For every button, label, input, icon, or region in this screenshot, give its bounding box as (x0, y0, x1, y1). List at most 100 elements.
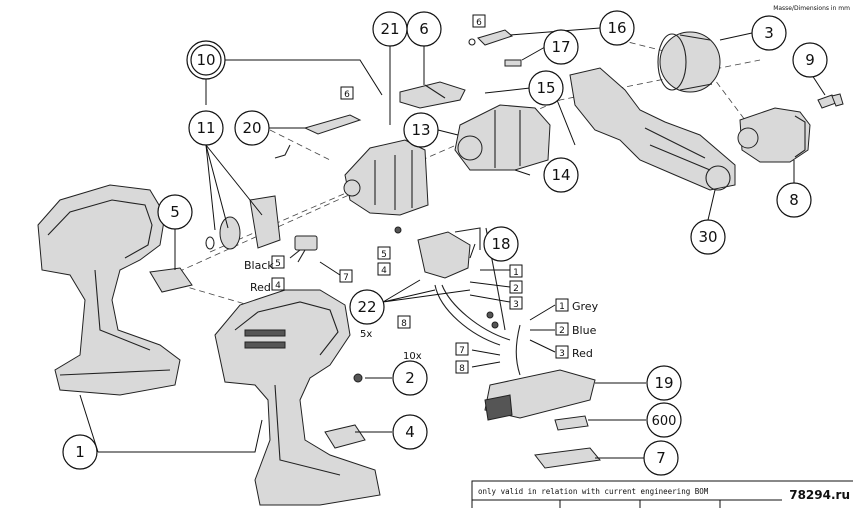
tag-4-b: 4 (377, 262, 391, 276)
side-handle (569, 67, 736, 191)
pcb-small (274, 114, 362, 159)
callout-11: 11 (188, 110, 224, 146)
svg-text:4: 4 (381, 266, 387, 276)
callout-18: 18 (483, 226, 519, 262)
callout-3-label: 3 (764, 24, 774, 42)
callout-4-label: 4 (405, 423, 415, 441)
callout-6-label: 6 (419, 20, 429, 38)
housing-half-right (214, 289, 381, 506)
leader-lines (79, 27, 826, 459)
callout-3: 3 (751, 15, 787, 51)
callout-9: 9 (792, 42, 828, 78)
callout-7: 7 (643, 440, 679, 476)
callout-2: 2 (392, 360, 428, 396)
svg-text:3: 3 (559, 349, 565, 359)
screws (353, 226, 499, 383)
tag-1-a: 1 (509, 264, 523, 278)
tag-5-a: 5 (271, 255, 285, 269)
callout-9-label: 9 (805, 51, 815, 69)
dimensions-note: Masse/Dimensions in mm (773, 5, 850, 12)
housing-half-left (37, 184, 181, 396)
callout-600-label: 600 (652, 414, 677, 429)
chuck-screw (817, 93, 844, 109)
svg-text:7: 7 (459, 346, 465, 356)
callout-30-label: 30 (698, 228, 717, 246)
quantity-2: 10x (403, 351, 422, 362)
svg-text:4: 4 (275, 281, 281, 291)
tag-6-b: 6 (472, 14, 486, 28)
bom-note: only valid in relation with current engi… (478, 487, 709, 496)
svg-text:1: 1 (513, 268, 519, 278)
sensor-board (468, 29, 513, 46)
wire-label-grey: Grey (572, 300, 599, 313)
belt-clip (324, 424, 366, 449)
callout-17-label: 17 (551, 38, 570, 56)
svg-text:2: 2 (559, 326, 565, 336)
svg-text:5: 5 (381, 250, 387, 260)
motor-connector (289, 235, 318, 263)
tag-3-b: 3 (555, 345, 569, 359)
callout-21-label: 21 (380, 20, 399, 38)
callout-5-label: 5 (170, 203, 180, 221)
tag-2-a: 2 (509, 280, 523, 294)
callout-22-label: 22 (357, 298, 376, 316)
switch-module-top (399, 81, 466, 109)
callout-7-label: 7 (656, 449, 666, 467)
callout-17: 17 (543, 29, 579, 65)
svg-text:7: 7 (343, 273, 349, 283)
callout-16: 16 (599, 10, 635, 46)
tag-2-b: 2 (555, 322, 569, 336)
gearbox-assembly (454, 104, 551, 171)
callout-15-label: 15 (536, 79, 555, 97)
gear-ring (657, 31, 721, 93)
callout-16-label: 16 (607, 19, 626, 37)
callout-6: 6 (406, 11, 442, 47)
callout-1-label: 1 (75, 443, 85, 461)
svg-text:8: 8 (459, 364, 465, 374)
battery-latch (149, 267, 193, 293)
callout-2-label: 2 (405, 369, 415, 387)
svg-text:8: 8 (401, 319, 407, 329)
svg-text:5: 5 (275, 259, 281, 269)
callout-19-label: 19 (654, 374, 673, 392)
callout-1: 1 (62, 434, 98, 470)
callout-8-label: 8 (789, 191, 799, 209)
tag-7-b: 7 (455, 342, 469, 356)
callout-20: 20 (234, 110, 270, 146)
callout-20-label: 20 (242, 119, 261, 137)
tag-1-b: 1 (555, 298, 569, 312)
watermark: 78294.ru (789, 488, 850, 502)
svg-text:6: 6 (476, 18, 482, 28)
svg-text:3: 3 (513, 300, 519, 310)
tag-8-b: 8 (455, 360, 469, 374)
tag-4-a: 4 (271, 277, 285, 291)
callout-5: 5 (157, 194, 193, 230)
tag-8-a: 8 (397, 315, 411, 329)
callout-11-label: 11 (196, 119, 215, 137)
thermal-pad (554, 415, 589, 431)
insulation-sheet (534, 447, 601, 469)
callout-4: 4 (392, 414, 428, 450)
magnet-disk (205, 195, 281, 250)
callout-14-label: 14 (551, 166, 570, 184)
wire-label-red-left: Red (250, 281, 271, 294)
tag-3-a: 3 (509, 296, 523, 310)
callout-13: 13 (403, 112, 439, 148)
callout-10: 10 (186, 40, 226, 80)
wire-label-red-right: Red (572, 347, 593, 360)
title-block: only valid in relation with current engi… (471, 480, 853, 508)
callout-18-label: 18 (491, 235, 510, 253)
svg-text:6: 6 (344, 90, 350, 100)
wire-label-blue: Blue (572, 324, 597, 337)
svg-text:1: 1 (559, 302, 565, 312)
wire-bundle (434, 284, 521, 376)
tag-6-a: 6 (340, 86, 354, 100)
callout-14: 14 (543, 157, 579, 193)
callout-10-label: 10 (196, 51, 215, 69)
tag-5-b: 5 (377, 246, 391, 260)
wire-label-black: Black (244, 259, 274, 272)
quantity-22: 5x (360, 329, 372, 340)
tag-7-a: 7 (339, 269, 353, 283)
callout-8: 8 (776, 182, 812, 218)
